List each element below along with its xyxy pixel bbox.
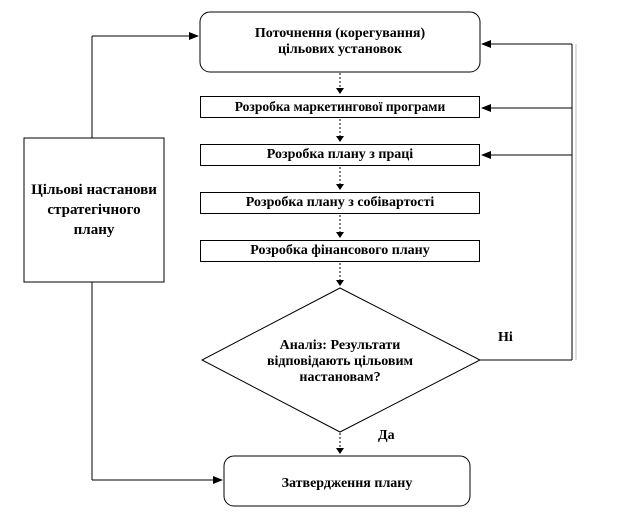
yes-label: Да: [378, 428, 395, 443]
refine-targets-text: Поточнення (корегування) цільових устано…: [254, 25, 426, 57]
approve-plan-box: [223, 455, 471, 507]
marketing-program-text: Розробка маркетингової програми: [234, 99, 446, 115]
cost-plan-text: Розробка плану з собівартості: [245, 194, 435, 210]
strategic-targets-text: Цільові настанови стратегічного плану: [31, 181, 157, 239]
refine-targets-box: [199, 11, 481, 73]
strategic-targets-box: [23, 137, 165, 283]
dotted-connector-arrowheads: [336, 88, 344, 454]
analysis-diamond: [200, 287, 482, 433]
feedback-loop: [480, 40, 577, 361]
analysis-text: Аналіз: Результати відповідають цільовим…: [266, 337, 414, 386]
labor-plan-text: Розробка плану з праці: [266, 146, 414, 162]
approve-plan-text: Затвердження плану: [281, 475, 413, 491]
financial-plan-text: Розробка фінансового плану: [250, 242, 430, 258]
no-label: Ні: [498, 330, 513, 345]
strategic-loop: [91, 32, 223, 484]
